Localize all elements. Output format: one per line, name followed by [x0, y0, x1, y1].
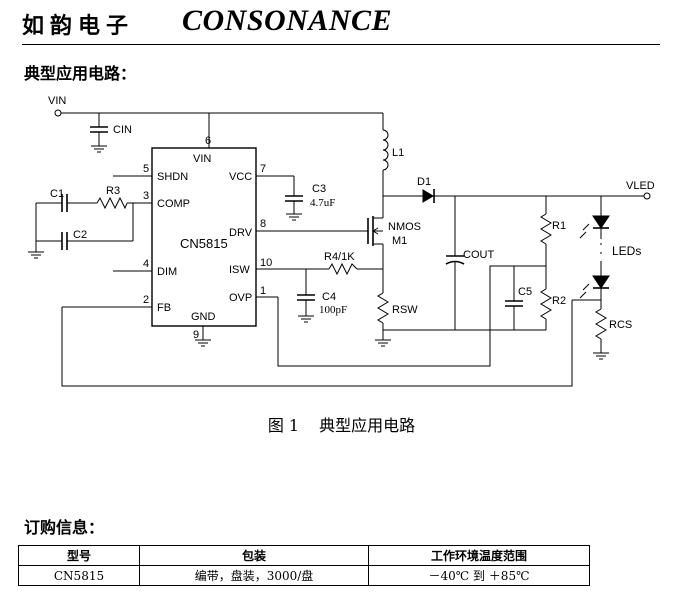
r2-label: R2	[552, 295, 566, 307]
m1-label: M1	[392, 235, 407, 247]
figure-title: 典型应用电路	[319, 416, 416, 435]
pin-vcc-label: VCC	[229, 171, 252, 183]
rsw-label: RSW	[392, 304, 418, 316]
c1-label: C1	[50, 188, 64, 200]
figure-caption: 图 1 典型应用电路	[0, 412, 683, 436]
chip-name-label: CN5815	[180, 236, 228, 251]
cn5815-chip	[151, 147, 257, 327]
company-name-cn: 如韵电子	[22, 13, 135, 39]
pin-shdn-label: SHDN	[157, 171, 188, 183]
pin-fb-label: FB	[157, 302, 171, 314]
pin9-number: 9	[193, 329, 199, 341]
pin3-number: 3	[143, 190, 149, 202]
cell-temperature-range: －40℃ 到 ＋85℃	[368, 565, 590, 586]
r4-label: R4/1K	[324, 251, 355, 263]
pin7-number: 7	[260, 163, 266, 175]
r3-label: R3	[106, 185, 120, 197]
pin-gnd-label: GND	[191, 311, 216, 323]
pin8-number: 8	[260, 218, 266, 230]
leds-label: LEDs	[612, 244, 641, 258]
typical-application-schematic: VIN CIN 6 CN5815 VIN SHDN COMP DIM FB GN…	[28, 95, 655, 387]
order-table-header-row: 型号 包装 工作环境温度范围	[18, 545, 590, 566]
pin-dim-label: DIM	[157, 266, 177, 278]
order-section-title: 订购信息：	[24, 518, 105, 537]
pin2-number: 2	[143, 294, 149, 306]
pin-drv-label: DRV	[229, 227, 253, 239]
table-row: CN5815 编带，盘装，3000/盘 －40℃ 到 ＋85℃	[18, 565, 590, 586]
pin5-number: 5	[143, 163, 149, 175]
company-name-en: CONSONANCE	[182, 4, 393, 37]
pin10-number: 10	[260, 257, 272, 269]
cell-model: CN5815	[18, 565, 140, 586]
figure-number: 图 1	[267, 416, 300, 435]
nmos-label: NMOS	[388, 221, 421, 233]
c3-value: 4.7uF	[310, 197, 335, 209]
header-packaging: 包装	[139, 545, 369, 566]
c4-label: C4	[322, 291, 336, 303]
pin-ovp-label: OVP	[229, 292, 252, 304]
vled-label: VLED	[626, 180, 655, 192]
pin1-number: 1	[260, 285, 266, 297]
r1-label: R1	[552, 220, 566, 232]
c5-label: C5	[518, 286, 532, 298]
circuit-section-title: 典型应用电路：	[24, 64, 137, 83]
vled-terminal	[643, 192, 651, 200]
l1-label: L1	[392, 147, 404, 159]
header-model: 型号	[18, 545, 140, 566]
cell-packaging: 编带，盘装，3000/盘	[139, 565, 369, 586]
pin-vin-label: VIN	[193, 153, 211, 165]
rcs-label: RCS	[609, 319, 632, 331]
d1-label: D1	[417, 176, 431, 188]
vin-terminal	[54, 109, 62, 117]
cout-label: COUT	[463, 249, 494, 261]
pin-isw-label: ISW	[229, 264, 250, 276]
pin-comp-label: COMP	[157, 198, 190, 210]
order-table: 型号 包装 工作环境温度范围 CN5815 编带，盘装，3000/盘 －40℃ …	[18, 545, 590, 586]
pin4-number: 4	[143, 258, 149, 270]
vin-node-label: VIN	[48, 95, 66, 107]
pin6-number: 6	[205, 135, 211, 147]
c2-label: C2	[73, 229, 87, 241]
c3-label: C3	[312, 183, 326, 195]
header-temperature-range: 工作环境温度范围	[368, 545, 590, 566]
c4-value: 100pF	[319, 304, 347, 316]
header-divider	[22, 44, 660, 45]
cin-label: CIN	[113, 124, 132, 136]
